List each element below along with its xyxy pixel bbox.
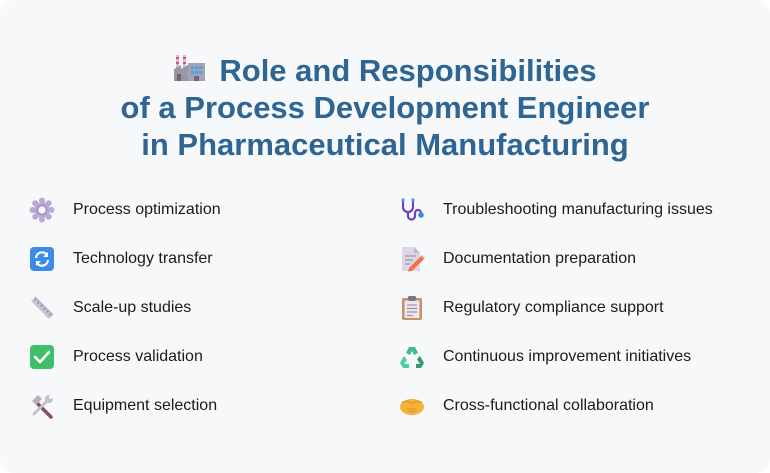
clipboard-icon: [402, 296, 422, 320]
title-line-3: in Pharmaceutical Manufacturing: [141, 127, 629, 162]
refresh-icon: [30, 247, 54, 271]
item-label: Continuous improvement initiatives: [443, 348, 692, 365]
item-label: Documentation preparation: [443, 250, 637, 267]
title-line-1: Role and Responsibilities: [0, 52, 770, 89]
hammer-wrench-icon: [32, 395, 53, 419]
recycle-icon: [400, 347, 424, 368]
list-item-technology-transfer: Technology transfer: [29, 244, 213, 274]
item-label: Regulatory compliance support: [443, 299, 664, 316]
handshake-icon: [400, 399, 424, 415]
title-text-1: Role and Responsibilities: [219, 53, 597, 88]
page-title: Role and Responsibilities of a Process D…: [0, 52, 770, 163]
factory-icon: [174, 55, 206, 81]
list-item-documentation: Documentation preparation: [399, 244, 636, 274]
list-item-process-validation: Process validation: [29, 342, 203, 372]
list-item-collaboration: Cross-functional collaboration: [399, 391, 654, 421]
title-line-2: of a Process Development Engineer: [120, 90, 650, 125]
gear-icon: [29, 197, 55, 223]
stethoscope-icon: [401, 198, 424, 221]
list-item-scale-up-studies: Scale-up studies: [29, 293, 191, 323]
list-item-process-optimization: Process optimization: [29, 195, 221, 225]
item-label: Technology transfer: [73, 250, 213, 267]
ruler-icon: [31, 296, 54, 319]
list-item-continuous-improvement: Continuous improvement initiatives: [399, 342, 691, 372]
item-label: Process validation: [73, 348, 203, 365]
memo-icon: [402, 247, 425, 272]
list-item-regulatory-compliance: Regulatory compliance support: [399, 293, 664, 323]
item-label: Scale-up studies: [73, 299, 192, 316]
list-item-troubleshooting: Troubleshooting manufacturing issues: [399, 195, 713, 225]
item-label: Process optimization: [73, 201, 221, 218]
list-item-equipment-selection: Equipment selection: [29, 391, 217, 421]
item-label: Cross-functional collaboration: [443, 397, 654, 414]
item-label: Equipment selection: [73, 397, 218, 414]
check-mark-icon: [30, 345, 54, 369]
item-label: Troubleshooting manufacturing issues: [443, 201, 713, 218]
